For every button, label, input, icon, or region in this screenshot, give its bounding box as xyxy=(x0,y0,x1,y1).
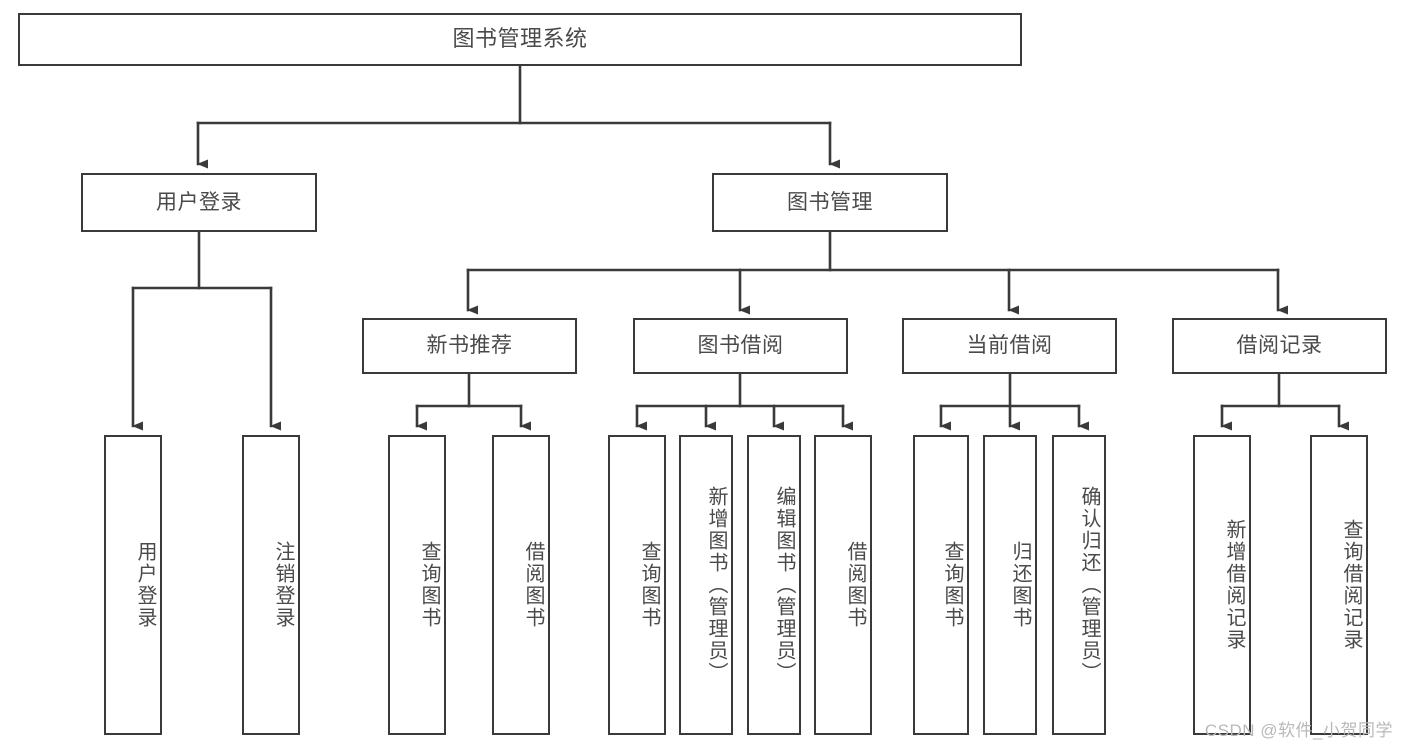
leaf-logout-login-label: 注销登录 xyxy=(272,541,294,629)
leaf-query-book-current-label: 查询图书 xyxy=(941,541,963,629)
node-new-book-recommend[interactable]: 新书推荐 xyxy=(362,318,577,374)
leaf-return-book-label: 归还图书 xyxy=(1009,541,1031,629)
node-user-login[interactable]: 用户登录 xyxy=(81,173,317,232)
leaf-add-borrow-record-label: 新增借阅记录 xyxy=(1223,519,1245,651)
leaf-borrow-book-recommend-label: 借阅图书 xyxy=(522,541,544,629)
leaf-edit-book-admin-label: 编辑图书（管理员） xyxy=(773,486,795,684)
leaf-query-book-current[interactable]: 查询图书 xyxy=(913,435,969,735)
node-user-login-label: 用户登录 xyxy=(156,190,242,214)
leaf-query-book-borrow[interactable]: 查询图书 xyxy=(608,435,666,735)
node-current-borrow-label: 当前借阅 xyxy=(966,334,1053,358)
leaf-query-book-recommend-label: 查询图书 xyxy=(418,541,440,629)
node-current-borrow[interactable]: 当前借阅 xyxy=(902,318,1117,374)
leaf-edit-book-admin[interactable]: 编辑图书（管理员） xyxy=(747,435,801,735)
node-borrow-record[interactable]: 借阅记录 xyxy=(1172,318,1387,374)
leaf-query-borrow-record[interactable]: 查询借阅记录 xyxy=(1310,435,1368,735)
leaf-query-book-recommend[interactable]: 查询图书 xyxy=(388,435,446,735)
leaf-add-book-admin-label: 新增图书（管理员） xyxy=(705,486,727,684)
leaf-borrow-book-recommend[interactable]: 借阅图书 xyxy=(492,435,550,735)
leaf-confirm-return-admin-label: 确认归还（管理员） xyxy=(1078,486,1100,684)
leaf-user-login-label: 用户登录 xyxy=(134,541,156,629)
node-borrow-record-label: 借阅记录 xyxy=(1236,334,1323,358)
leaf-user-login[interactable]: 用户登录 xyxy=(104,435,162,735)
node-book-management[interactable]: 图书管理 xyxy=(712,173,948,232)
leaf-borrow-book-borrow[interactable]: 借阅图书 xyxy=(814,435,872,735)
leaf-confirm-return-admin[interactable]: 确认归还（管理员） xyxy=(1052,435,1106,735)
leaf-add-borrow-record[interactable]: 新增借阅记录 xyxy=(1193,435,1251,735)
csdn-watermark: CSDN @软件_小贺同学 xyxy=(1204,721,1393,740)
leaf-return-book[interactable]: 归还图书 xyxy=(983,435,1037,735)
node-book-borrow-label: 图书借阅 xyxy=(697,334,784,358)
node-root-label: 图书管理系统 xyxy=(452,26,588,52)
leaf-logout-login[interactable]: 注销登录 xyxy=(242,435,300,735)
node-book-management-label: 图书管理 xyxy=(787,190,873,214)
leaf-query-borrow-record-label: 查询借阅记录 xyxy=(1340,519,1362,651)
leaf-query-book-borrow-label: 查询图书 xyxy=(638,541,660,629)
leaf-borrow-book-borrow-label: 借阅图书 xyxy=(844,541,866,629)
leaf-add-book-admin[interactable]: 新增图书（管理员） xyxy=(679,435,733,735)
node-new-book-recommend-label: 新书推荐 xyxy=(426,334,513,358)
node-book-borrow[interactable]: 图书借阅 xyxy=(633,318,848,374)
node-root-book-management-system[interactable]: 图书管理系统 xyxy=(18,13,1022,66)
